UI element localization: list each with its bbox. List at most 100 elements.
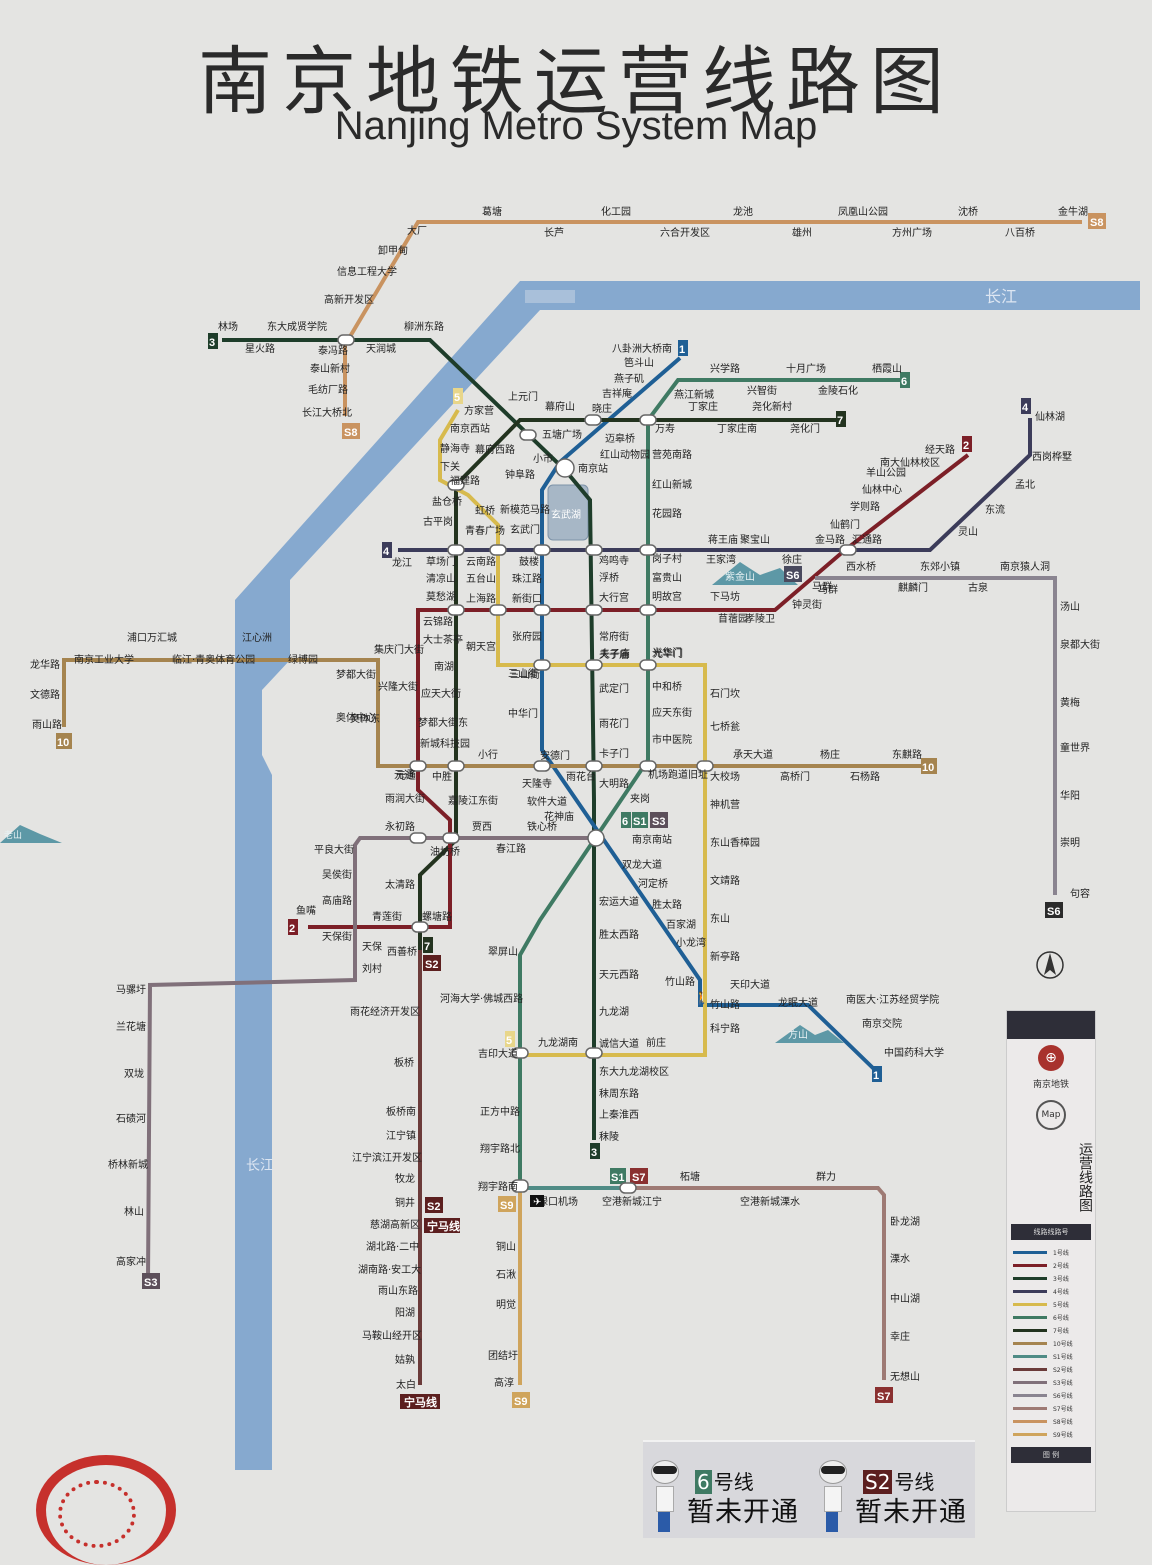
svg-text:丁家庄: 丁家庄 xyxy=(688,400,718,413)
svg-text:中胜: 中胜 xyxy=(432,770,452,783)
svg-text:下关: 下关 xyxy=(440,460,460,473)
svg-text:五塘广场: 五塘广场 xyxy=(542,428,582,441)
svg-text:马群: 马群 xyxy=(818,583,838,596)
svg-text:柘塘: 柘塘 xyxy=(680,1170,700,1183)
zijinshan-mountain xyxy=(712,562,798,585)
svg-text:S3: S3 xyxy=(652,816,665,828)
svg-text:铜井: 铜井 xyxy=(395,1196,415,1209)
svg-text:集庆门大街: 集庆门大街 xyxy=(374,643,424,656)
svg-text:永初路: 永初路 xyxy=(385,820,415,833)
svg-text:石湫: 石湫 xyxy=(496,1269,516,1281)
legend-lines-header: 线路线路号 xyxy=(1011,1224,1091,1240)
svg-text:5: 5 xyxy=(506,1035,512,1047)
svg-text:兴隆大街: 兴隆大街 xyxy=(378,680,418,693)
svg-text:雨花门: 雨花门 xyxy=(599,717,629,730)
svg-text:元通: 元通 xyxy=(396,770,416,782)
svg-text:新模范马路: 新模范马路 xyxy=(500,503,550,516)
svg-text:燕江新城: 燕江新城 xyxy=(674,388,714,401)
svg-text:古泉: 古泉 xyxy=(968,581,988,594)
legend-row: S1号线 xyxy=(1007,1350,1095,1363)
svg-text:10: 10 xyxy=(57,737,69,749)
svg-text:童世界: 童世界 xyxy=(1060,741,1090,754)
svg-text:孝陵卫: 孝陵卫 xyxy=(745,613,775,625)
svg-text:西岗桦墅: 西岗桦墅 xyxy=(1032,450,1072,463)
line-tag: S2 xyxy=(863,1470,893,1494)
svg-text:信息工程大学: 信息工程大学 xyxy=(337,265,397,278)
svg-text:常府街: 常府街 xyxy=(599,630,629,643)
svg-text:天保街: 天保街 xyxy=(322,930,352,943)
svg-text:S1: S1 xyxy=(633,816,646,828)
svg-text:燕子矶: 燕子矶 xyxy=(614,373,644,385)
svg-text:张府园: 张府园 xyxy=(512,630,542,643)
svg-text:石碛河: 石碛河 xyxy=(116,1113,146,1125)
svg-text:东流: 东流 xyxy=(985,503,1005,516)
svg-text:六合开发区: 六合开发区 xyxy=(660,226,710,239)
svg-text:贾西: 贾西 xyxy=(472,821,492,833)
svg-text:大行宫: 大行宫 xyxy=(599,591,629,604)
svg-text:河海大学·佛城西路: 河海大学·佛城西路 xyxy=(440,992,523,1005)
svg-text:化工园: 化工园 xyxy=(601,205,631,218)
svg-text:下马坊: 下马坊 xyxy=(710,590,740,603)
svg-text:青春广场: 青春广场 xyxy=(465,524,505,537)
line-s7 xyxy=(628,1186,886,1380)
legend-row: 6号线 xyxy=(1007,1311,1095,1324)
svg-text:星火路: 星火路 xyxy=(245,342,275,355)
svg-text:大士茶亭: 大士茶亭 xyxy=(423,633,463,646)
svg-text:句容: 句容 xyxy=(1070,887,1090,900)
svg-text:夫子庙: 夫子庙 xyxy=(600,647,630,660)
svg-text:雨山路: 雨山路 xyxy=(32,718,62,731)
svg-text:雨花经济开发区: 雨花经济开发区 xyxy=(350,1005,420,1018)
svg-text:汤山: 汤山 xyxy=(1060,600,1080,613)
svg-text:江宁滨江开发区: 江宁滨江开发区 xyxy=(352,1151,422,1164)
svg-text:天元西路: 天元西路 xyxy=(599,968,639,981)
walking-transfer-icon: 🚶 xyxy=(694,991,709,1005)
line-s8 xyxy=(343,220,1082,416)
legend-row: S9号线 xyxy=(1007,1428,1095,1441)
svg-text:湖北路·二中: 湖北路·二中 xyxy=(366,1240,419,1253)
svg-text:云南路: 云南路 xyxy=(466,555,496,568)
svg-text:6: 6 xyxy=(622,816,628,828)
svg-text:文靖路: 文靖路 xyxy=(710,874,740,887)
svg-text:东山: 东山 xyxy=(710,912,730,925)
line-10 xyxy=(62,658,925,768)
line-5 xyxy=(438,408,707,1057)
svg-text:元通: 元通 xyxy=(394,769,414,781)
svg-text:武定门: 武定门 xyxy=(599,682,629,695)
svg-text:S2: S2 xyxy=(425,959,438,971)
svg-text:金牛湖: 金牛湖 xyxy=(1058,205,1088,218)
svg-text:马鞍山经开区: 马鞍山经开区 xyxy=(362,1329,422,1342)
svg-text:光华门: 光华门 xyxy=(652,646,682,659)
svg-text:宏运大道: 宏运大道 xyxy=(599,895,639,908)
svg-text:新街口: 新街口 xyxy=(512,592,542,605)
svg-text:莫愁湖: 莫愁湖 xyxy=(426,590,456,603)
svg-text:大厂: 大厂 xyxy=(407,224,427,237)
legend-brand: 南京地铁 xyxy=(1032,1080,1069,1090)
svg-text:鸡鸣寺: 鸡鸣寺 xyxy=(599,554,629,567)
svg-text:1: 1 xyxy=(873,1070,879,1082)
svg-text:红山动物园: 红山动物园 xyxy=(600,448,650,461)
svg-text:秣陵: 秣陵 xyxy=(599,1130,619,1143)
svg-text:明故宫: 明故宫 xyxy=(652,590,682,603)
svg-text:胜太西路: 胜太西路 xyxy=(599,928,639,941)
svg-text:夹岗: 夹岗 xyxy=(630,792,650,805)
legend-row: S3号线 xyxy=(1007,1376,1095,1389)
svg-text:汇通路: 汇通路 xyxy=(852,533,882,546)
svg-text:S3: S3 xyxy=(144,1277,157,1289)
svg-text:三山街: 三山街 xyxy=(510,668,540,681)
svg-text:小市: 小市 xyxy=(533,452,553,465)
legend-row: 10号线 xyxy=(1007,1337,1095,1350)
line-3 xyxy=(222,338,596,1140)
svg-text:东山香樟园: 东山香樟园 xyxy=(710,836,760,849)
svg-text:S1: S1 xyxy=(611,1172,624,1184)
svg-text:黄梅: 黄梅 xyxy=(1060,696,1080,709)
north-arrow-icon xyxy=(1036,951,1064,979)
svg-text:空港新城江宁: 空港新城江宁 xyxy=(602,1195,662,1208)
nanjing-metro-logo-icon: ⊕ xyxy=(1038,1045,1064,1071)
svg-text:南京西站: 南京西站 xyxy=(450,422,490,435)
svg-text:鼓楼: 鼓楼 xyxy=(519,555,539,568)
mountain-label-laoshan: 老山 xyxy=(4,829,22,841)
svg-text:朝天宫: 朝天宫 xyxy=(466,640,496,653)
svg-text:团结圩: 团结圩 xyxy=(488,1349,518,1362)
line-tag: 6 xyxy=(695,1470,712,1494)
